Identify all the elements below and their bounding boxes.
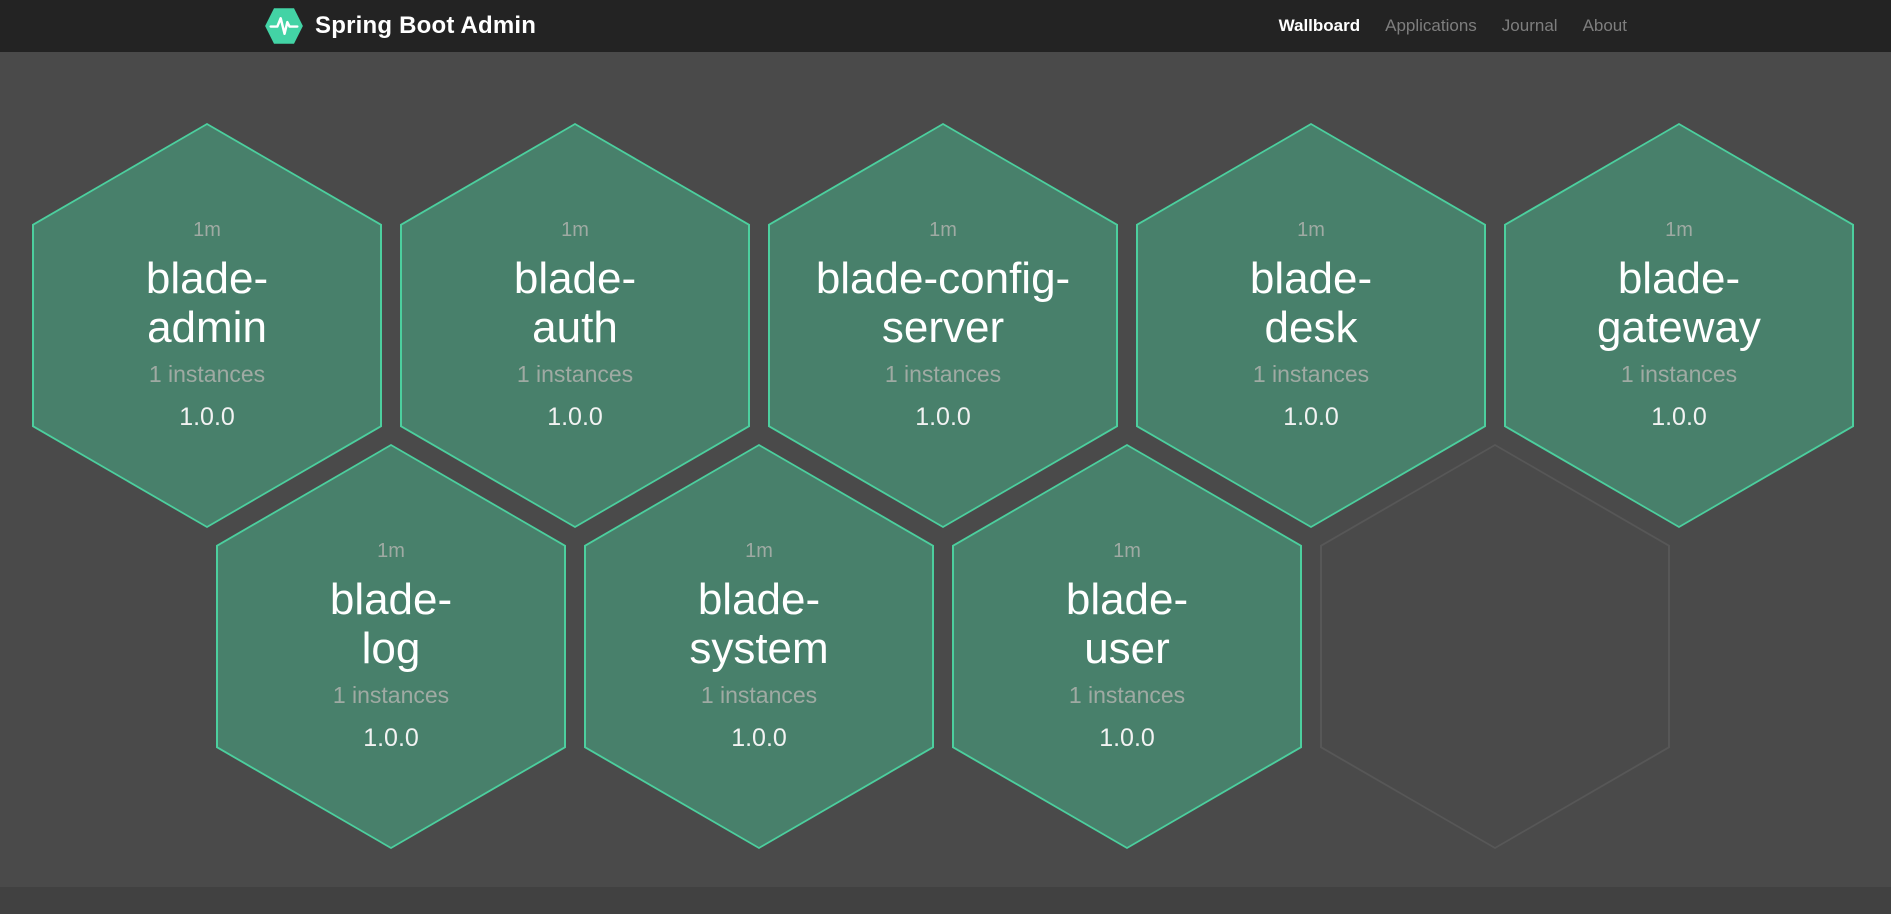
hexagon-shape: 1m blade- desk 1 instances 1.0.0 — [1138, 125, 1484, 526]
wallboard: 1m blade- admin 1 instances 1.0.0 1m bla… — [0, 52, 1891, 887]
brand-link[interactable]: Spring Boot Admin — [264, 7, 536, 45]
app-name: blade- gateway — [1597, 254, 1761, 352]
app-instances: 1 instances — [1252, 360, 1370, 387]
app-name: blade- user — [1065, 575, 1189, 673]
app-instances: 1 instances — [1620, 360, 1738, 387]
app-name: blade- desk — [1249, 254, 1373, 352]
nav-item-applications[interactable]: Applications — [1385, 16, 1477, 35]
app-tile-blade-gateway[interactable]: 1m blade- gateway 1 instances 1.0.0 — [1504, 123, 1854, 528]
app-version: 1.0.0 — [915, 402, 971, 431]
app-version: 1.0.0 — [1099, 723, 1155, 752]
app-uptime: 1m — [561, 219, 589, 242]
app-name: blade- system — [689, 575, 829, 673]
brand-logo-icon — [264, 7, 304, 45]
app-instances: 1 instances — [332, 681, 450, 708]
footer — [0, 887, 1891, 914]
hexagon-shape: 1m blade- admin 1 instances 1.0.0 — [34, 125, 380, 526]
app-uptime: 1m — [745, 540, 773, 563]
app-version: 1.0.0 — [179, 402, 235, 431]
app-instances: 1 instances — [700, 681, 818, 708]
app-tile-blade-config-server[interactable]: 1m blade-config- server 1 instances 1.0.… — [768, 123, 1118, 528]
nav-item-wallboard[interactable]: Wallboard — [1278, 16, 1361, 35]
hexagon-shape: 1m blade- log 1 instances 1.0.0 — [218, 446, 564, 847]
app-uptime: 1m — [929, 219, 957, 242]
app-tile-blade-admin[interactable]: 1m blade- admin 1 instances 1.0.0 — [32, 123, 382, 528]
app-version: 1.0.0 — [731, 723, 787, 752]
app-tile-blade-log[interactable]: 1m blade- log 1 instances 1.0.0 — [216, 444, 566, 849]
app-tile-blade-auth[interactable]: 1m blade- auth 1 instances 1.0.0 — [400, 123, 750, 528]
brand-title: Spring Boot Admin — [315, 12, 537, 39]
app-uptime: 1m — [1665, 219, 1693, 242]
nav-item-about[interactable]: About — [1582, 16, 1627, 35]
hexagon-shape: 1m blade- auth 1 instances 1.0.0 — [402, 125, 748, 526]
app-version: 1.0.0 — [1651, 402, 1707, 431]
app-uptime: 1m — [193, 219, 221, 242]
app-tile-blade-desk[interactable]: 1m blade- desk 1 instances 1.0.0 — [1136, 123, 1486, 528]
app-name: blade- admin — [145, 254, 269, 352]
app-instances: 1 instances — [148, 360, 266, 387]
app-instances: 1 instances — [516, 360, 634, 387]
app-version: 1.0.0 — [363, 723, 419, 752]
app-name: blade-config- server — [815, 254, 1071, 352]
empty-tile-placeholder — [1320, 444, 1670, 849]
nav-item-journal[interactable]: Journal — [1501, 16, 1558, 35]
header: Spring Boot Admin Wallboard Applications… — [0, 0, 1891, 52]
main-nav: Wallboard Applications Journal About — [1279, 16, 1627, 36]
app-name: blade- auth — [513, 254, 637, 352]
app-name: blade- log — [329, 575, 453, 673]
app-instances: 1 instances — [884, 360, 1002, 387]
hexagon-shape: 1m blade- gateway 1 instances 1.0.0 — [1506, 125, 1852, 526]
header-container: Spring Boot Admin Wallboard Applications… — [264, 0, 1627, 52]
app-instances: 1 instances — [1068, 681, 1186, 708]
app-uptime: 1m — [1113, 540, 1141, 563]
hexagon-shape: 1m blade- user 1 instances 1.0.0 — [954, 446, 1300, 847]
app-uptime: 1m — [1297, 219, 1325, 242]
app-tile-blade-user[interactable]: 1m blade- user 1 instances 1.0.0 — [952, 444, 1302, 849]
app-version: 1.0.0 — [1283, 402, 1339, 431]
app-uptime: 1m — [377, 540, 405, 563]
hexagon-shape — [1322, 446, 1668, 847]
hexagon-shape: 1m blade- system 1 instances 1.0.0 — [586, 446, 932, 847]
hexagon-shape: 1m blade-config- server 1 instances 1.0.… — [770, 125, 1116, 526]
app-tile-blade-system[interactable]: 1m blade- system 1 instances 1.0.0 — [584, 444, 934, 849]
app-version: 1.0.0 — [547, 402, 603, 431]
